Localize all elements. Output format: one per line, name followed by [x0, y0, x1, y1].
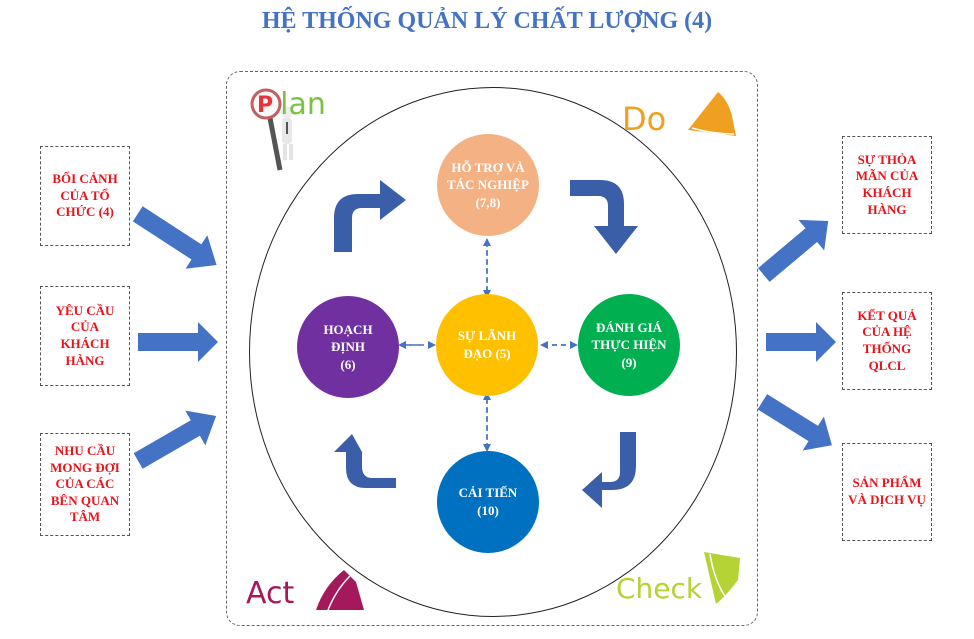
output-arrow-2	[766, 322, 836, 362]
cycle-arrow-plan-to-support	[334, 180, 406, 252]
node-label: HOẠCH ĐỊNH (6)	[323, 321, 373, 372]
input-box-customer-requirements: YÊU CẦU CỦA KHÁCH HÀNG	[40, 286, 130, 386]
do-label: Do	[622, 100, 667, 138]
output-box-qms-results: KẾT QUẢ CỦA HỆ THỐNG QLCL	[842, 292, 932, 390]
node-improvement: CẢI TIẾN (10)	[437, 451, 539, 553]
node-performance-evaluation: ĐÁNH GIÁ THỰC HIỆN (9)	[578, 294, 680, 396]
input-box-label: BỐI CẢNH CỦA TỔ CHỨC (4)	[52, 171, 118, 220]
cycle-arrow-evaluation-to-improvement	[582, 432, 636, 508]
input-arrow-2	[138, 322, 218, 362]
cycle-arrow-support-to-evaluation	[570, 180, 638, 254]
plan-letter-p: P	[257, 93, 274, 118]
node-support-operation: HỖ TRỢ VÀ TÁC NGHIỆP (7,8)	[437, 134, 539, 236]
input-box-stakeholder-needs: NHU CẦU MONG ĐỢI CỦA CÁC BÊN QUAN TÂM	[40, 433, 130, 536]
check-fan-icon	[704, 552, 740, 604]
input-box-context: BỐI CẢNH CỦA TỔ CHỨC (4)	[40, 146, 130, 246]
magnifier-person-icon	[250, 88, 293, 171]
node-label: HỖ TRỢ VÀ TÁC NGHIỆP (7,8)	[447, 159, 529, 210]
node-leadership: SỰ LÃNH ĐẠO (5)	[436, 294, 538, 396]
cycle-circle	[249, 87, 737, 617]
plan-letters-rest: lan	[280, 87, 326, 122]
cycle-arrow-improvement-to-plan	[334, 434, 396, 488]
output-box-products-services: SẢN PHẨM VÀ DỊCH VỤ	[842, 443, 932, 541]
output-arrow-3	[757, 394, 832, 451]
act-label: Act	[246, 576, 295, 611]
output-box-label: SẢN PHẨM VÀ DỊCH VỤ	[848, 475, 926, 507]
do-fan-icon	[688, 92, 736, 136]
input-arrow-3	[133, 410, 217, 469]
output-box-label: KẾT QUẢ CỦA HỆ THỐNG QLCL	[857, 307, 917, 373]
node-label: ĐÁNH GIÁ THỰC HIỆN (9)	[591, 319, 667, 370]
node-planning: HOẠCH ĐỊNH (6)	[297, 296, 399, 398]
qms-frame	[226, 71, 758, 626]
node-label: SỰ LÃNH ĐẠO (5)	[457, 328, 517, 361]
input-box-label: YÊU CẦU CỦA KHÁCH HÀNG	[55, 302, 115, 368]
act-fan-icon	[316, 570, 364, 611]
page-title: HỆ THỐNG QUẢN LÝ CHẤT LƯỢNG (4)	[261, 8, 713, 34]
input-box-label: NHU CẦU MONG ĐỢI CỦA CÁC BÊN QUAN TÂM	[50, 442, 120, 525]
output-arrow-1	[758, 219, 829, 282]
node-label: CẢI TIẾN (10)	[458, 485, 518, 518]
output-box-customer-satisfaction: SỰ THỎA MÃN CỦA KHÁCH HÀNG	[842, 136, 932, 234]
check-label: Check	[616, 572, 703, 605]
output-box-label: SỰ THỎA MÃN CỦA KHÁCH HÀNG	[855, 151, 919, 217]
input-arrow-1	[132, 206, 217, 269]
